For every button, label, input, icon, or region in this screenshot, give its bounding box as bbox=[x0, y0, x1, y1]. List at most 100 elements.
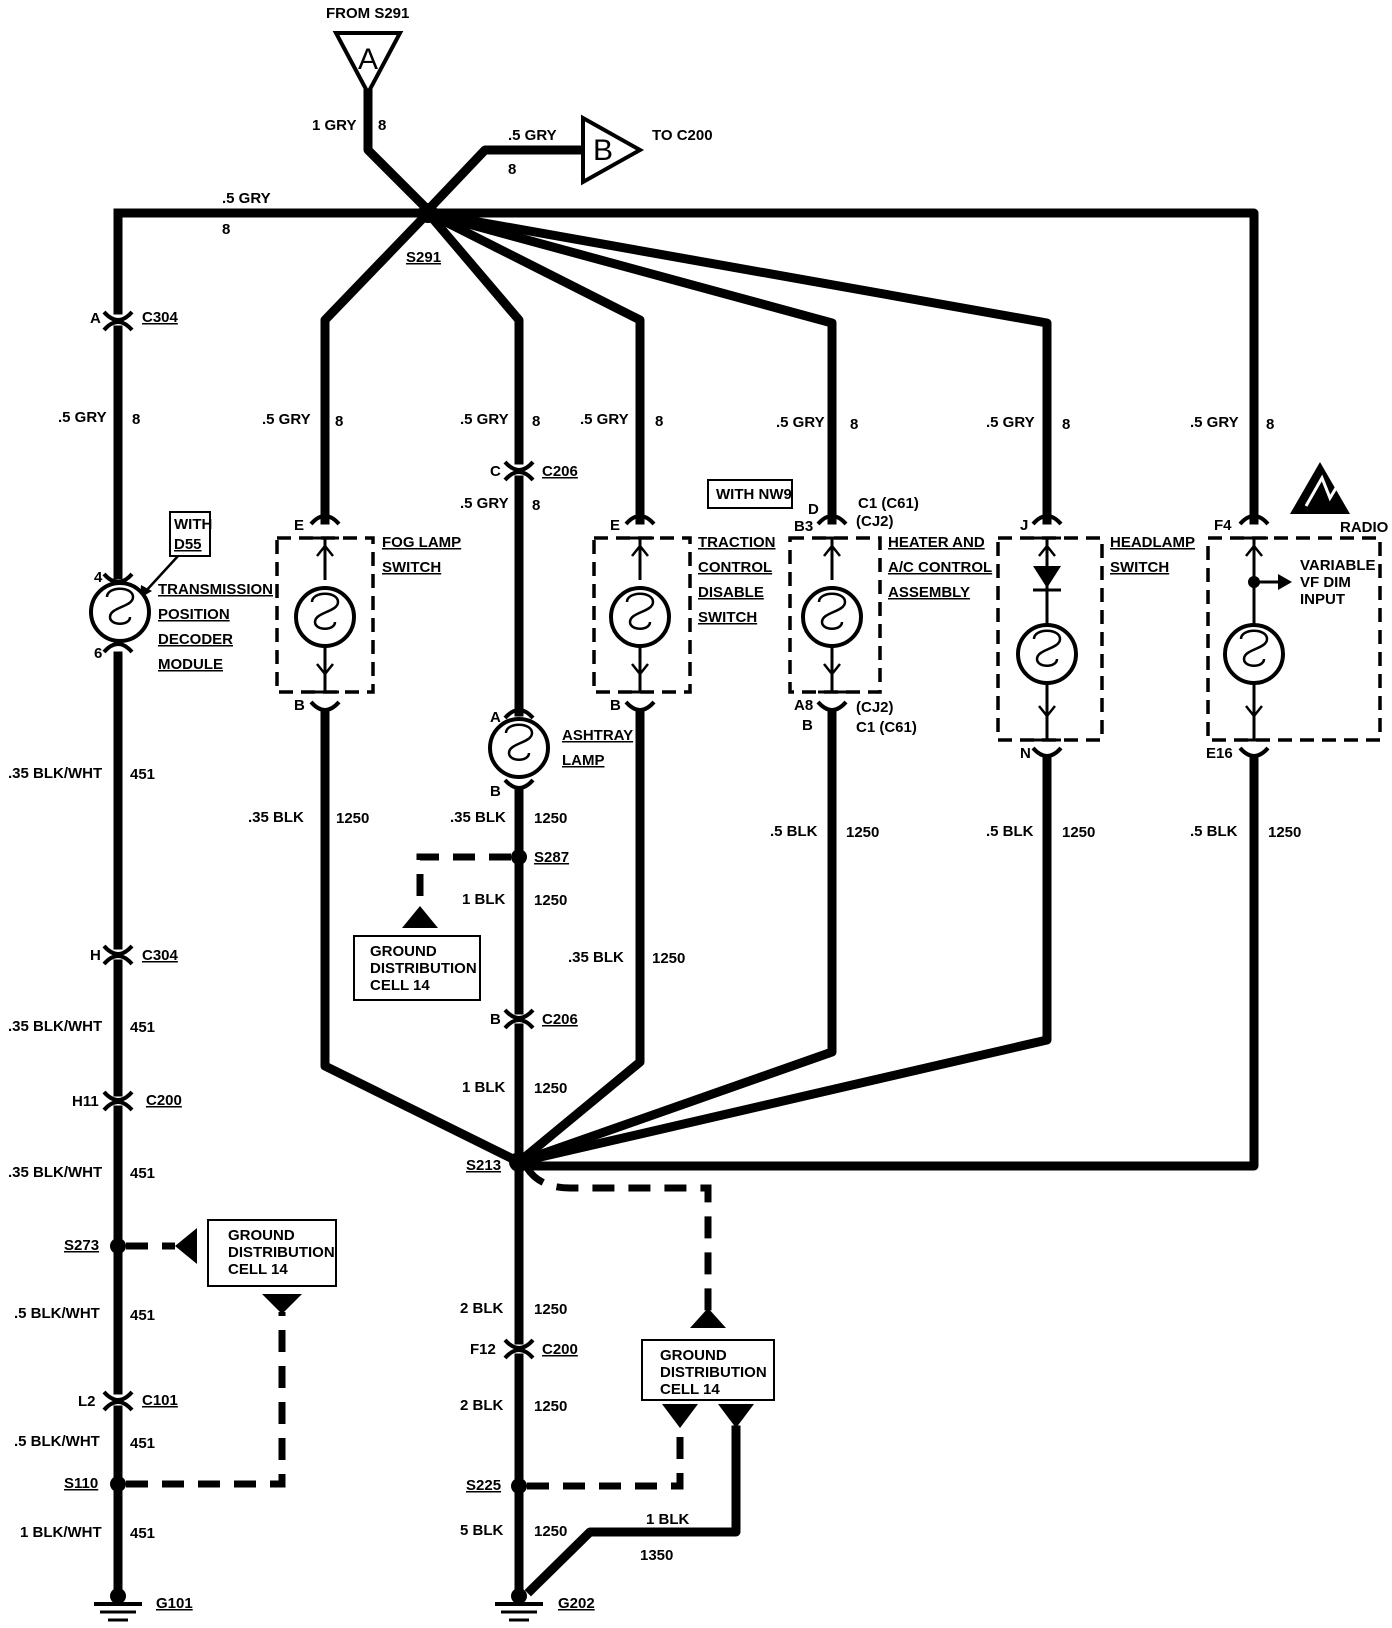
ground-g101-label: G101 bbox=[156, 1595, 193, 1612]
trans-module-lamp bbox=[89, 581, 151, 643]
ash-wire4-color: 1 BLK bbox=[462, 1079, 506, 1096]
splice-s225-dot bbox=[511, 1478, 527, 1494]
trans-wire5-color: .5 BLK/WHT bbox=[14, 1305, 100, 1322]
trans-pin-a: A bbox=[90, 310, 101, 327]
connector-a-letter: A bbox=[358, 43, 378, 76]
ground-cell-2-line3: CELL 14 bbox=[370, 977, 430, 994]
trans-wire-color: .5 GRY bbox=[58, 409, 107, 426]
ash-c206-label: C206 bbox=[542, 463, 578, 480]
trans-option: D55 bbox=[174, 536, 202, 553]
trans-pin-h11: H11 bbox=[72, 1093, 99, 1110]
fog-switch-lamp bbox=[294, 586, 356, 648]
radio-wire2-color: .5 BLK bbox=[1190, 823, 1238, 840]
trans-name-2: POSITION bbox=[158, 606, 230, 623]
heat-name-2: A/C CONTROL bbox=[888, 559, 992, 576]
trans-c101-label: C101 bbox=[142, 1392, 178, 1409]
trans-pin-l2: L2 bbox=[78, 1393, 96, 1410]
ash-wire3-color: 1 BLK bbox=[462, 891, 506, 908]
headlamp-lamp bbox=[1016, 623, 1078, 685]
radio-pin-e16: E16 bbox=[1206, 745, 1233, 762]
radio-lamp bbox=[1223, 623, 1285, 685]
feed-from-s291: A FROM S291 1 GRY 8 B .5 GRY 8 TO C200 .… bbox=[222, 5, 713, 266]
head-wire-circuit: 8 bbox=[1062, 416, 1070, 433]
trac-name-3: DISABLE bbox=[698, 584, 764, 601]
trans-wire2-color: .35 BLK/WHT bbox=[8, 765, 102, 782]
trac-name-1: TRACTION bbox=[698, 534, 776, 551]
fog-wire2-circuit: 1250 bbox=[336, 810, 369, 827]
ash-c200-label: C200 bbox=[542, 1341, 578, 1358]
splice-s225-label: S225 bbox=[466, 1477, 501, 1494]
head-name-1: HEADLAMP bbox=[1110, 534, 1195, 551]
trans-wire4-color: .35 BLK/WHT bbox=[8, 1164, 102, 1181]
ash-wire2-color: .35 BLK bbox=[450, 809, 506, 826]
radio-pin-f4: F4 bbox=[1214, 517, 1232, 534]
traction-control-branch: .5 GRY 8 WITH NW9 E B TRACTION CONTROL D… bbox=[512, 411, 793, 1169]
esd-warning-icon bbox=[1290, 462, 1350, 514]
s291-fanout bbox=[113, 203, 1259, 525]
connector-b-triangle bbox=[581, 114, 645, 186]
ash-wire1b-circuit: 8 bbox=[532, 497, 540, 514]
heater-lamp bbox=[801, 586, 863, 648]
heat-pin-b3: B3 bbox=[794, 518, 813, 535]
trac-name-2: CONTROL bbox=[698, 559, 772, 576]
ash-pin-a: A bbox=[490, 709, 501, 726]
connector-b-letter: B bbox=[593, 134, 613, 167]
ash-wire1b-color: .5 GRY bbox=[460, 495, 509, 512]
heat-c1b-label: C1 (C61) bbox=[856, 719, 917, 736]
head-name-2: SWITCH bbox=[1110, 559, 1169, 576]
trac-name-4: SWITCH bbox=[698, 609, 757, 626]
trans-pin-h: H bbox=[90, 947, 101, 964]
fog-name-2: SWITCH bbox=[382, 559, 441, 576]
heat-wire-circuit: 8 bbox=[850, 416, 858, 433]
fog-pin-e: E bbox=[294, 517, 304, 534]
ash-wire-color: .5 GRY bbox=[460, 411, 509, 428]
heat-wire-color: .5 GRY bbox=[776, 414, 825, 431]
to-c200-label: TO C200 bbox=[652, 127, 713, 144]
trans-wire7-circuit: 451 bbox=[130, 1525, 155, 1542]
heat-name-1: HEATER AND bbox=[888, 534, 985, 551]
heat-cj2-label: (CJ2) bbox=[856, 513, 894, 530]
radio-branch: .5 GRY 8 RADIO F4 VARIABLE VF DIM INPUT … bbox=[514, 414, 1389, 1171]
ash-pin-f12: F12 bbox=[470, 1341, 496, 1358]
ash-wire6-color: 2 BLK bbox=[460, 1397, 504, 1414]
ground-cell-1-line2: DISTRIBUTION bbox=[228, 1244, 335, 1261]
ground-cell-2-line2: DISTRIBUTION bbox=[370, 960, 477, 977]
trans-wire2-circuit: 451 bbox=[130, 766, 155, 783]
headlamp-switch-branch: .5 GRY 8 J N HEADLAMP SWITCH .5 BLK 1250 bbox=[513, 414, 1195, 1168]
trans-wire6-circuit: 451 bbox=[130, 1435, 155, 1452]
heat-cj2b-label: (CJ2) bbox=[856, 699, 894, 716]
ash-wire7-circuit: 1250 bbox=[534, 1523, 567, 1540]
radio-wire2-circuit: 1250 bbox=[1268, 824, 1301, 841]
headlamp-diode bbox=[1033, 566, 1061, 588]
trans-wire3-circuit: 451 bbox=[130, 1019, 155, 1036]
ash-pin-c: C bbox=[490, 463, 501, 480]
ash-wire-circuit: 8 bbox=[532, 413, 540, 430]
radio-vf-3: INPUT bbox=[1300, 591, 1345, 608]
splice-s273-label: S273 bbox=[64, 1237, 99, 1254]
trans-name-3: DECODER bbox=[158, 631, 233, 648]
ash-wire5-color: 2 BLK bbox=[460, 1300, 504, 1317]
feed-wire-color: 1 GRY bbox=[312, 117, 356, 134]
ground-cell-1-line3: CELL 14 bbox=[228, 1261, 288, 1278]
bus-wire-circuit: 8 bbox=[222, 221, 230, 238]
trac-with: WITH NW9 bbox=[716, 486, 792, 503]
trans-with: WITH bbox=[174, 516, 212, 533]
heat-pin-b: B bbox=[802, 717, 813, 734]
splice-s213-label: S213 bbox=[466, 1157, 501, 1174]
ashtray-lamp-branch: .5 GRY 8 C C206 .5 GRY 8 A B ASHTRAY LAM… bbox=[353, 411, 775, 1622]
heat-wire2-color: .5 BLK bbox=[770, 823, 818, 840]
trans-pin-4: 4 bbox=[94, 569, 103, 586]
trans-c200-label: C200 bbox=[146, 1092, 182, 1109]
transmission-branch: A C304 .5 GRY 8 WITH D55 4 6 TRANSMISSIO… bbox=[8, 309, 337, 1622]
trans-name-1: TRANSMISSION bbox=[158, 581, 273, 598]
splice-s291-label: S291 bbox=[406, 249, 441, 266]
ground-cell-2-line1: GROUND bbox=[370, 943, 437, 960]
ash-name-1: ASHTRAY bbox=[562, 727, 633, 744]
fog-wire2-color: .35 BLK bbox=[248, 809, 304, 826]
trac-wire-color: .5 GRY bbox=[580, 411, 629, 428]
feed-wire-circuit: 8 bbox=[378, 117, 386, 134]
radio-wire-color: .5 GRY bbox=[1190, 414, 1239, 431]
b-wire-color: .5 GRY bbox=[508, 127, 557, 144]
trans-name-4: MODULE bbox=[158, 656, 223, 673]
